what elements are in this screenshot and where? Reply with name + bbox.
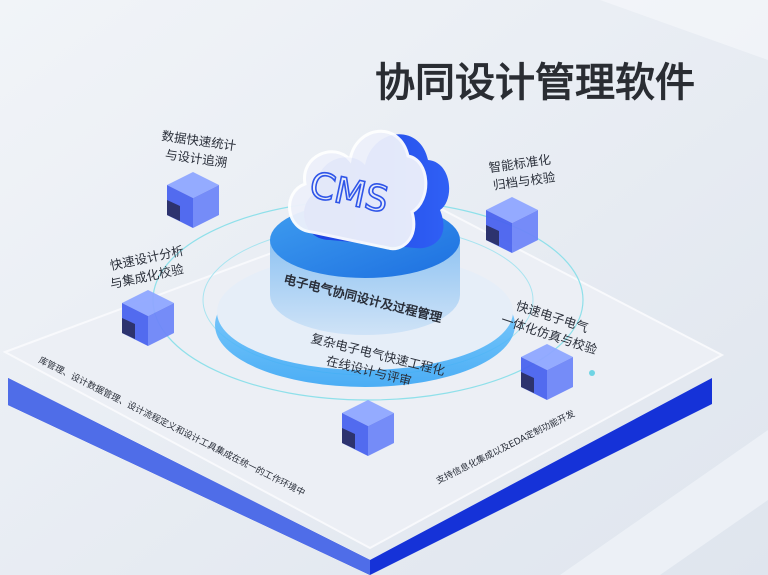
feature-cube-1 — [167, 172, 219, 228]
cube-dark-block — [342, 428, 355, 449]
orbit-dot — [589, 370, 595, 376]
background-stripes — [560, 0, 768, 575]
cube-right — [368, 413, 394, 456]
feature-cube-3 — [122, 290, 174, 346]
page-title: 协同设计管理软件 — [375, 60, 695, 106]
cube-right — [512, 210, 538, 253]
feature-cube-2 — [486, 197, 538, 253]
cube-dark-block — [521, 372, 534, 393]
cube-dark-block — [122, 318, 135, 339]
feature-cubes — [122, 172, 573, 456]
platform-edge-left — [8, 378, 370, 575]
cube-dark-block — [486, 225, 499, 246]
feature-cube-5 — [342, 400, 394, 456]
cube-right — [193, 185, 219, 228]
cube-right — [148, 303, 174, 346]
cube-dark-block — [167, 200, 180, 221]
cube-right — [547, 357, 573, 400]
cloud-front — [288, 129, 428, 251]
feature-label-3: 快速设计分析 与集成化校验 — [109, 243, 186, 292]
feature-cube-4 — [521, 344, 573, 400]
